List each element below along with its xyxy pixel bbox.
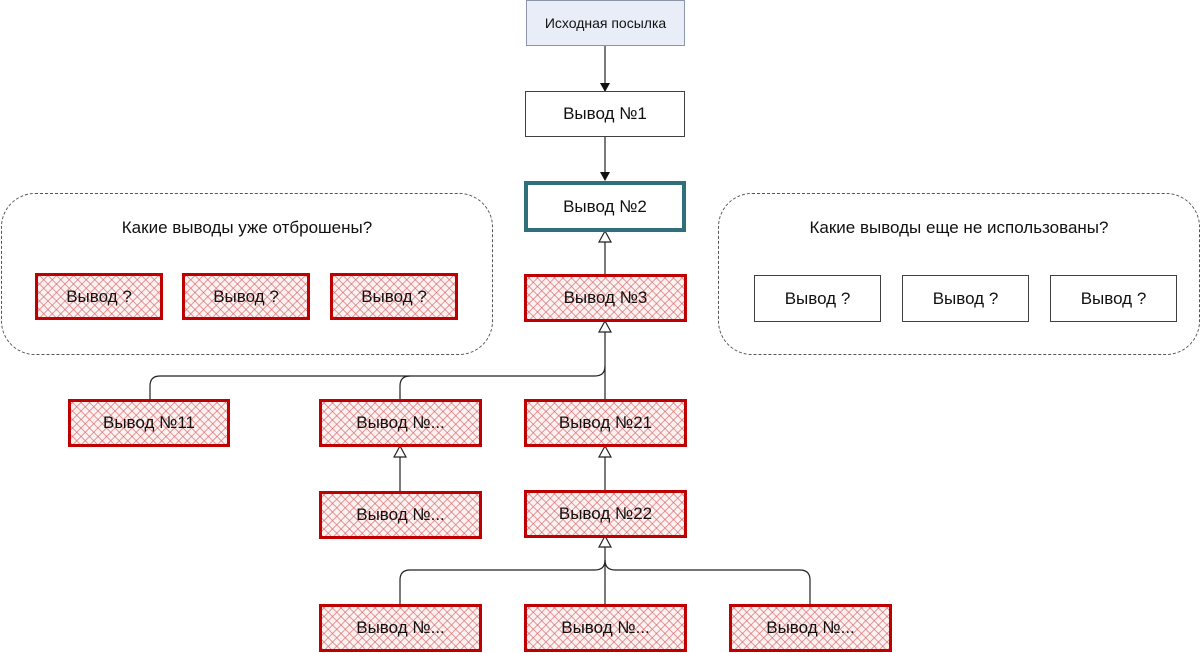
edge-bottom-c-to-22 bbox=[604, 559, 811, 605]
edge-11-to-3 bbox=[149, 365, 606, 400]
conclusion-3-node[interactable]: Вывод №3 bbox=[524, 274, 687, 322]
conclusion-1-node[interactable]: Вывод №1 bbox=[525, 91, 685, 137]
unused-item[interactable]: Вывод ? bbox=[1050, 275, 1177, 322]
conclusion-11-node[interactable]: Вывод №11 bbox=[68, 399, 230, 447]
conclusion-bottom-b-node[interactable]: Вывод №... bbox=[524, 604, 687, 652]
rejected-item[interactable]: Вывод ? bbox=[330, 273, 458, 320]
conclusion-22-node[interactable]: Вывод №22 bbox=[524, 490, 687, 538]
rejected-panel-title: Какие выводы уже отброшены? bbox=[121, 218, 373, 237]
rejected-panel: Какие выводы уже отброшены? Вывод ? Выво… bbox=[1, 193, 493, 355]
conclusion-bottom-a-node[interactable]: Вывод №... bbox=[319, 604, 482, 652]
rejected-item[interactable]: Вывод ? bbox=[182, 273, 310, 320]
conclusion-21-node[interactable]: Вывод №21 bbox=[524, 399, 687, 447]
source-premise-node[interactable]: Исходная посылка bbox=[526, 0, 685, 46]
unused-item[interactable]: Вывод ? bbox=[754, 275, 881, 322]
unused-item[interactable]: Вывод ? bbox=[902, 275, 1029, 322]
edge-bottom-a-to-22 bbox=[399, 559, 606, 605]
edge-mid-a-to-3 bbox=[399, 375, 411, 400]
conclusion-2-current-node[interactable]: Вывод №2 bbox=[524, 181, 686, 232]
conclusion-mid-b-node[interactable]: Вывод №... bbox=[319, 491, 482, 539]
unused-panel-title: Какие выводы еще не использованы? bbox=[809, 218, 1109, 237]
conclusion-bottom-c-node[interactable]: Вывод №... bbox=[729, 604, 892, 652]
rejected-item[interactable]: Вывод ? bbox=[35, 273, 163, 320]
conclusion-mid-a-node[interactable]: Вывод №... bbox=[319, 399, 482, 447]
unused-panel: Какие выводы еще не использованы? Вывод … bbox=[718, 193, 1200, 355]
